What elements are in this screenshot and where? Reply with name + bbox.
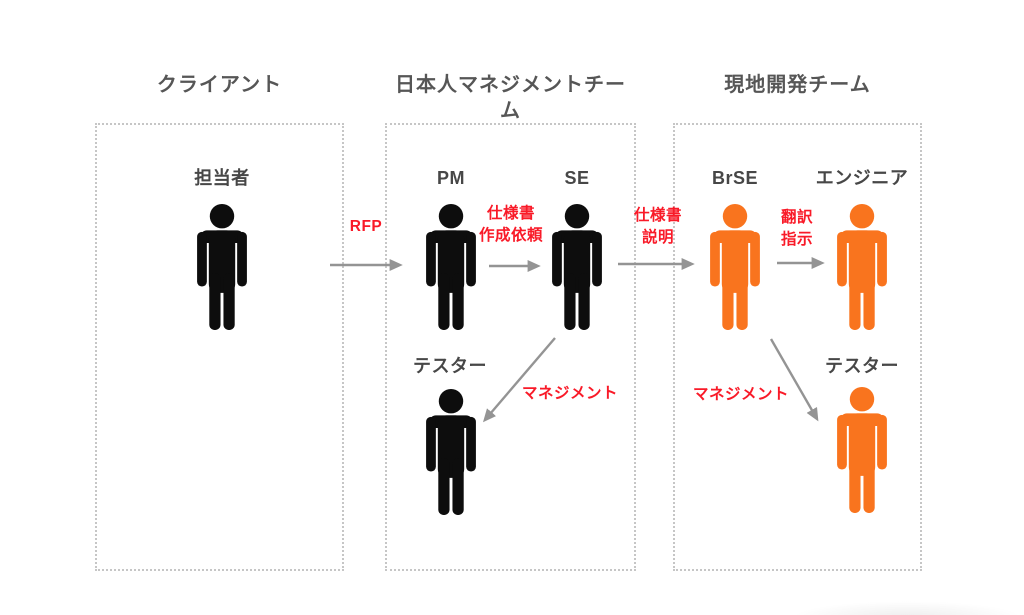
engineer-label: エンジニア [815, 168, 909, 188]
flow-label-spec-explain: 仕様書 説明 [608, 205, 708, 249]
jp-tester-person-icon [426, 388, 476, 515]
local-tester-label: テスター [825, 356, 899, 376]
local-dev-group-title: 現地開発チーム [724, 74, 871, 96]
client-rep-label: 担当者 [194, 168, 250, 188]
local-dev-group-box [673, 123, 922, 571]
flow-label-spec-request-line1: 仕様書 [486, 205, 535, 222]
flow-label-spec-request: 仕様書 作成依頼 [461, 203, 561, 247]
client-rep-person-icon [197, 203, 247, 330]
flow-label-spec-request-line2: 作成依頼 [478, 227, 543, 244]
client-group-box [95, 123, 344, 571]
flow-label-translation-line2: 指示 [780, 231, 813, 248]
pm-label: PM [437, 168, 465, 188]
management-group-title: 日本人マネジメントチーム [395, 74, 626, 122]
flow-label-rfp: RFP [349, 218, 383, 235]
client-group-title: クライアント [156, 74, 283, 96]
local-tester-person-icon [837, 386, 887, 513]
flow-label-management-mid: マネジメント [521, 385, 618, 402]
page-bottom-shadow [790, 601, 1024, 615]
jp-tester-label: テスター [413, 356, 487, 376]
flow-label-management-local: マネジメント [692, 386, 789, 403]
flow-label-spec-explain-line2: 説明 [641, 229, 674, 246]
flow-label-translation: 翻訳 指示 [747, 207, 847, 251]
flow-label-spec-explain-line1: 仕様書 [633, 207, 682, 224]
se-label: SE [564, 168, 590, 188]
flow-label-translation-line1: 翻訳 [780, 209, 813, 226]
brse-label: BrSE [711, 168, 758, 188]
management-group-box [385, 123, 636, 571]
